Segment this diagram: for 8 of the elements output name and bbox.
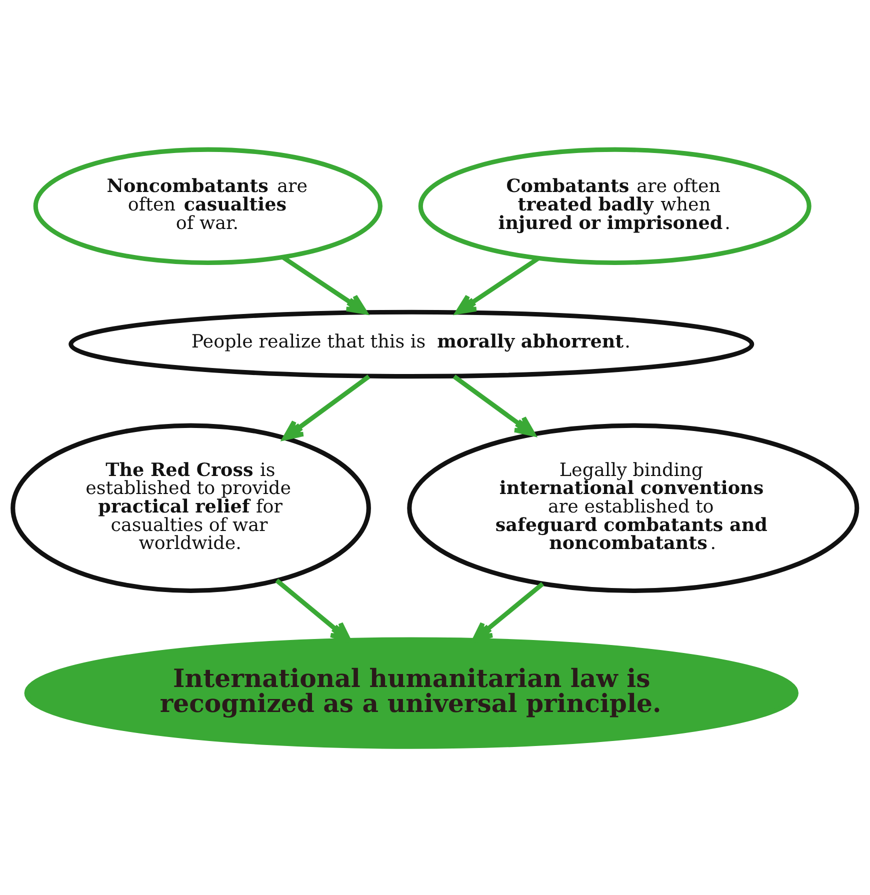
arrow [282, 374, 370, 440]
node-ellipse: Noncombatants are often casualties of war. [33, 146, 382, 265]
node-ellipse: Combatants are often treated badly when injured or imprisoned. [418, 146, 812, 265]
node-ellipse: Legally binding international conventions are established to safeguard combatants and noncombatants. [407, 422, 860, 593]
node-ellipse: The Red Cross is established to provide practical relief for casualties of war worldwide. [10, 422, 371, 593]
node-ellipse: International humanitarian law is recognized as a universal principle. [24, 636, 799, 748]
node-ellipse: People realize that this is morally abhorrent. [68, 309, 754, 378]
arrow [452, 374, 536, 436]
